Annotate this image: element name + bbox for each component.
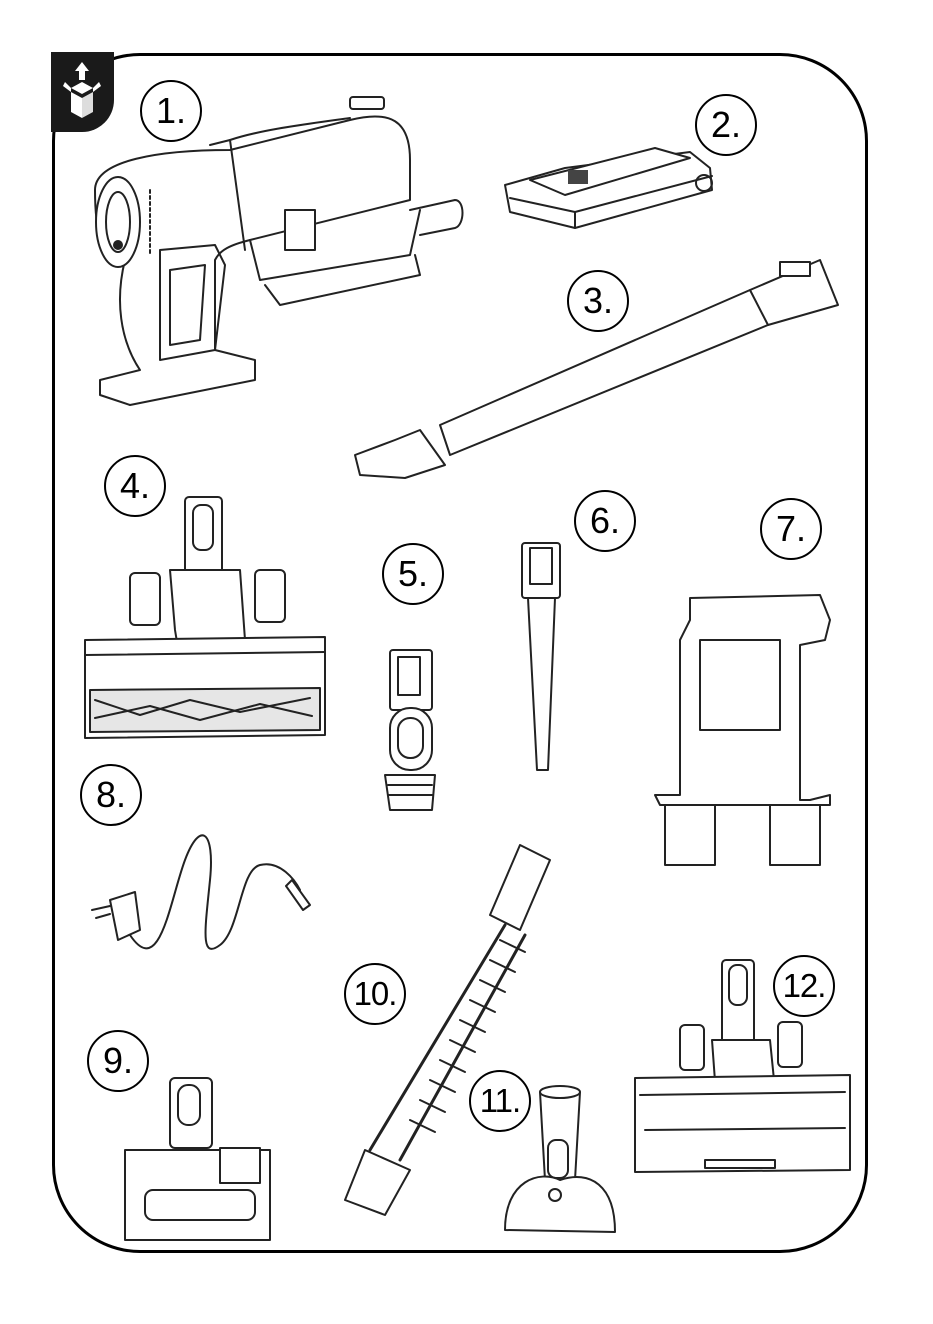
item-number-8: 8. — [80, 764, 142, 826]
item-number-1: 1. — [140, 80, 202, 142]
hose-drawing — [345, 845, 550, 1215]
battery-drawing — [505, 148, 712, 228]
charger-drawing — [92, 835, 310, 949]
item-number-4: 4. — [104, 455, 166, 517]
main-unit-drawing — [95, 97, 463, 405]
item-number-7: 7. — [760, 498, 822, 560]
item-number-5: 5. — [382, 543, 444, 605]
item-number-12: 12. — [773, 955, 835, 1017]
item-number-3: 3. — [567, 270, 629, 332]
crevice-tool-drawing — [522, 543, 560, 770]
wall-mount-drawing — [655, 595, 830, 865]
item-number-6: 6. — [574, 490, 636, 552]
mini-brush-drawing — [125, 1078, 270, 1240]
item-number-2: 2. — [695, 94, 757, 156]
crevice-brush-drawing — [385, 650, 435, 810]
item-number-9: 9. — [87, 1030, 149, 1092]
floor-brush-drawing — [85, 497, 325, 738]
item-number-10: 10. — [344, 963, 406, 1025]
item-number-11: 11. — [469, 1070, 531, 1132]
